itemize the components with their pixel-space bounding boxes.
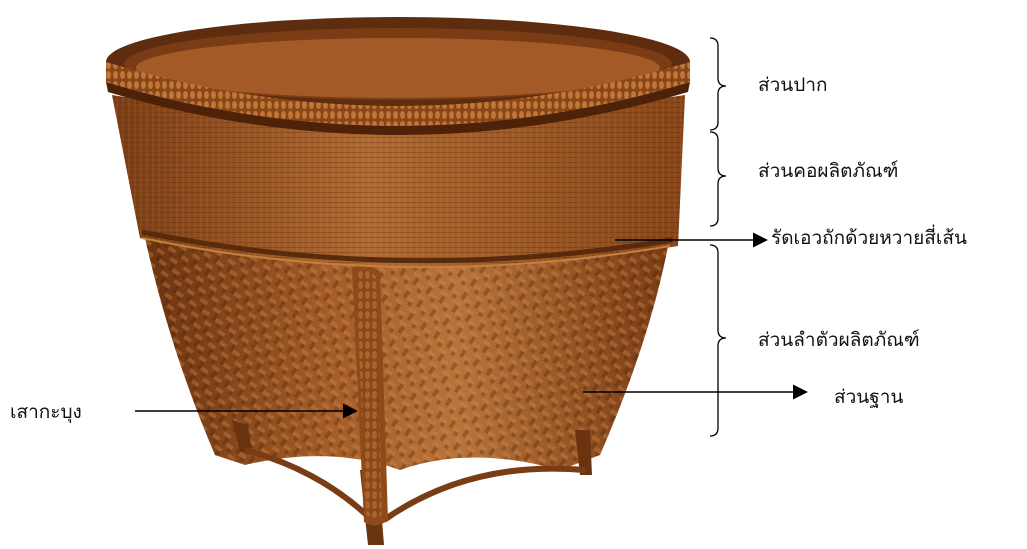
label-post: เสากะบุง xyxy=(10,403,82,422)
bracket-neck xyxy=(710,132,726,226)
bracket-mouth xyxy=(710,38,726,130)
label-body: ส่วนลำตัวผลิตภัณฑ์ xyxy=(758,331,920,350)
label-waist-band: รัดเอวถักด้วยหวายสี่เส้น xyxy=(771,229,967,248)
label-neck: ส่วนคอผลิตภัณฑ์ xyxy=(758,162,898,181)
label-base: ส่วนฐาน xyxy=(834,388,903,407)
label-mouth: ส่วนปาก xyxy=(758,76,828,95)
bracket-body xyxy=(710,245,726,436)
